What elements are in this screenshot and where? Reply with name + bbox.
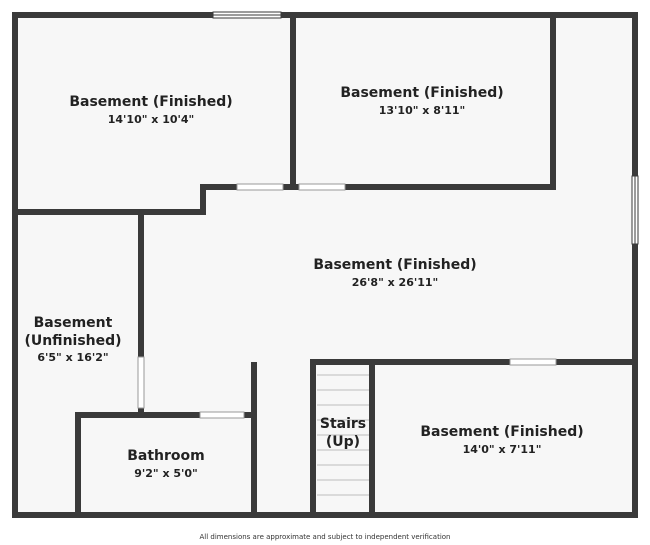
- room-name: Basement (Unfinished): [24, 315, 122, 349]
- door-opening: [298, 183, 346, 191]
- room-dimensions: 6'5" x 16'2": [37, 351, 109, 365]
- room-dimensions: 26'8" x 26'11": [351, 275, 439, 289]
- walls: [12, 12, 638, 518]
- room-name: Stairs (Up): [319, 416, 367, 450]
- room-name: Basement (Finished): [340, 84, 504, 101]
- windows: [212, 11, 639, 245]
- room-label-basement-main: Basement (Finished) 26'8" x 26'11": [313, 257, 476, 289]
- room-label-stairs: Stairs (Up): [320, 416, 366, 452]
- room-label-basement-top-right: Basement (Finished) 13'10" x 8'11": [340, 85, 503, 117]
- room-dimensions: 14'0" x 7'11": [462, 442, 542, 456]
- room-name: Bathroom: [127, 447, 205, 464]
- room-dimensions: 14'10" x 10'4": [107, 112, 195, 126]
- door-opening: [236, 183, 284, 191]
- room-label-basement-unfinished: Basement (Unfinished) 6'5" x 16'2": [24, 315, 121, 365]
- door-opening: [199, 411, 245, 419]
- floor-area: [15, 15, 635, 515]
- stair-treads: [317, 374, 369, 496]
- room-name: Basement (Finished): [69, 93, 233, 110]
- room-label-basement-bottom-right: Basement (Finished) 14'0" x 7'11": [420, 424, 583, 456]
- room-name: Basement (Finished): [313, 256, 477, 273]
- door-openings: [137, 183, 557, 419]
- room-name: Basement (Finished): [420, 423, 584, 440]
- room-dimensions: 9'2" x 5'0": [134, 466, 198, 480]
- door-opening: [509, 358, 557, 366]
- door-opening: [137, 356, 145, 409]
- room-label-bathroom: Bathroom 9'2" x 5'0": [127, 448, 205, 480]
- footer-disclaimer: All dimensions are approximate and subje…: [199, 533, 451, 541]
- room-dimensions: 13'10" x 8'11": [378, 103, 466, 117]
- room-label-basement-top-left: Basement (Finished) 14'10" x 10'4": [69, 94, 232, 126]
